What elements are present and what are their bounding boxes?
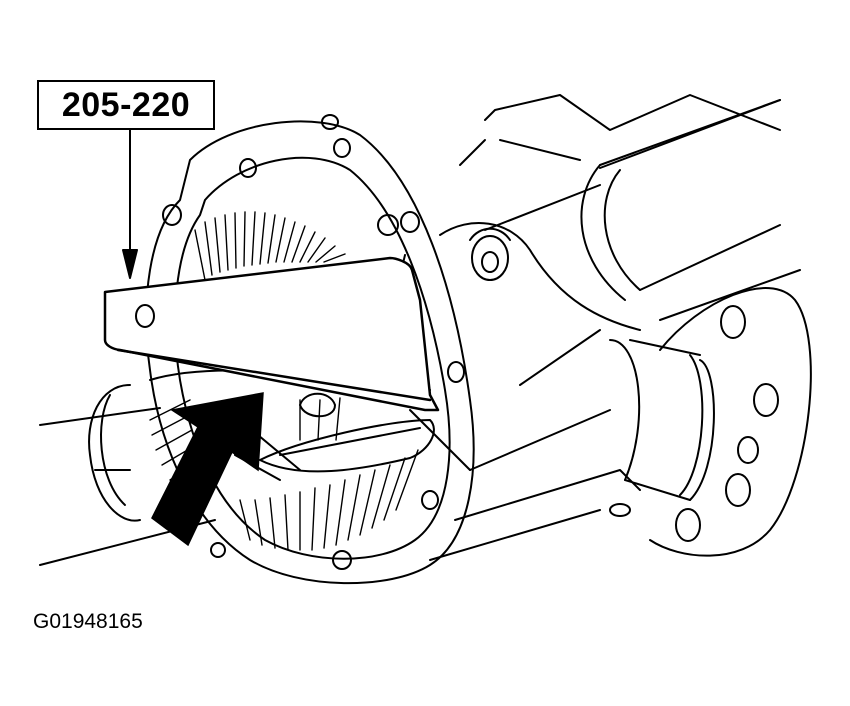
callout-leader: [122, 129, 138, 279]
tool-callout-label: 205-220: [37, 80, 215, 130]
housing-flange: [145, 114, 475, 585]
carrier-housing: [409, 222, 701, 561]
spreader-tool: [103, 256, 440, 412]
pointer-arrow: [151, 392, 264, 547]
axle-flange: [609, 287, 812, 557]
axle-housing-outline: [39, 94, 801, 566]
figure-id: G01948165: [33, 610, 143, 633]
ring-gear-teeth-upper: [194, 211, 346, 281]
left-axle-stub: [88, 384, 141, 522]
axle-tube: [580, 99, 781, 301]
